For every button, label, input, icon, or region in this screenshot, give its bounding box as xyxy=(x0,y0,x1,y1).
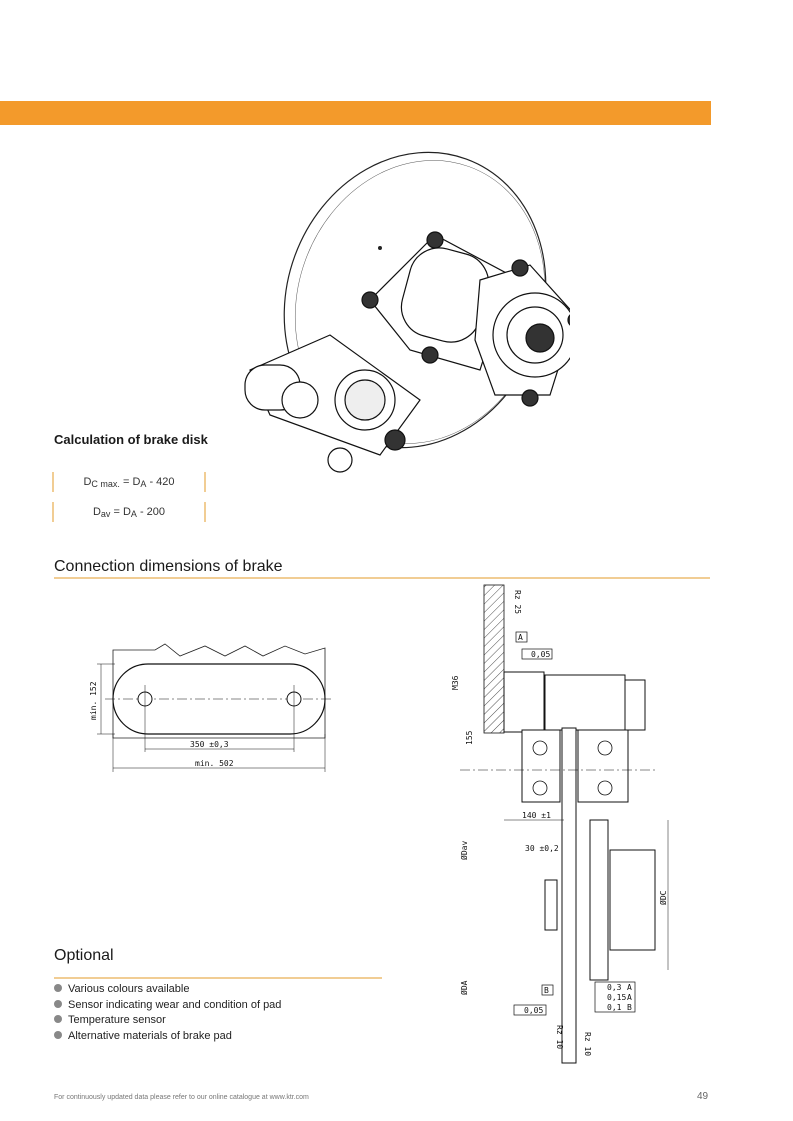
formula-dc-max: DC max. = DA - 420 xyxy=(52,472,206,492)
tol-runout: 0,3 xyxy=(607,983,622,992)
tol-runout-ref: A xyxy=(627,983,632,992)
formula-dav: Dav = DA - 200 xyxy=(52,502,206,522)
list-item: Alternative materials of brake pad xyxy=(54,1029,281,1045)
brake-side-drawing: Rz 25 A 0,05 M36 155 140 ±1 ØDav 30 ±0,2… xyxy=(451,584,669,1064)
connection-title: Connection dimensions of brake xyxy=(54,558,283,575)
dim-da: ØDA xyxy=(459,980,469,995)
tol-angularity: 0,15 xyxy=(607,993,626,1002)
datum-a: A xyxy=(518,633,523,642)
header-accent-bar xyxy=(0,101,711,125)
dim-dav: ØDav xyxy=(459,841,469,860)
dim-30: 30 ±0,2 xyxy=(525,844,559,853)
flatness-bottom: 0,05 xyxy=(524,1006,543,1015)
datum-b: B xyxy=(544,986,549,995)
flatness-top: 0,05 xyxy=(531,650,550,659)
dim-140: 140 ±1 xyxy=(522,811,551,820)
hole-spacing-label: 350 ±0,3 xyxy=(190,740,229,749)
page-number: 49 xyxy=(697,1091,709,1102)
calculation-title: Calculation of brake disk xyxy=(54,432,208,447)
mounting-slot-drawing: min. 152 350 ±0,3 min. 502 xyxy=(89,643,333,772)
bullet-icon xyxy=(54,1030,62,1039)
list-item: Sensor indicating wear and condition of … xyxy=(54,998,281,1014)
offset-155: 155 xyxy=(465,730,474,745)
bullet-icon xyxy=(54,999,62,1008)
optional-divider xyxy=(54,977,382,979)
rz25-label: Rz 25 xyxy=(513,590,522,614)
brake-product-illustration xyxy=(244,151,570,473)
list-item: Temperature sensor xyxy=(54,1013,281,1029)
slot-length-label: min. 502 xyxy=(195,759,234,768)
bullet-icon xyxy=(54,1015,62,1023)
optional-title: Optional xyxy=(54,947,114,964)
tol-parallelism: 0,1 xyxy=(607,1003,622,1012)
bullet-icon xyxy=(54,984,62,992)
thread-label: M36 xyxy=(451,675,460,690)
dim-dc: ØDC xyxy=(658,890,668,905)
section-divider xyxy=(54,577,710,579)
slot-height-label: min. 152 xyxy=(89,681,98,720)
tol-parallelism-ref: B xyxy=(627,1003,632,1012)
rz10-right: Rz 10 xyxy=(583,1032,592,1056)
footer-note: For continuously updated data please ref… xyxy=(54,1094,309,1101)
rz10-left: Rz 10 xyxy=(555,1025,564,1049)
list-item: Various colours available xyxy=(54,982,281,998)
tol-angularity-ref: A xyxy=(627,993,632,1002)
optional-list: Various colours available Sensor indicat… xyxy=(54,982,281,1044)
